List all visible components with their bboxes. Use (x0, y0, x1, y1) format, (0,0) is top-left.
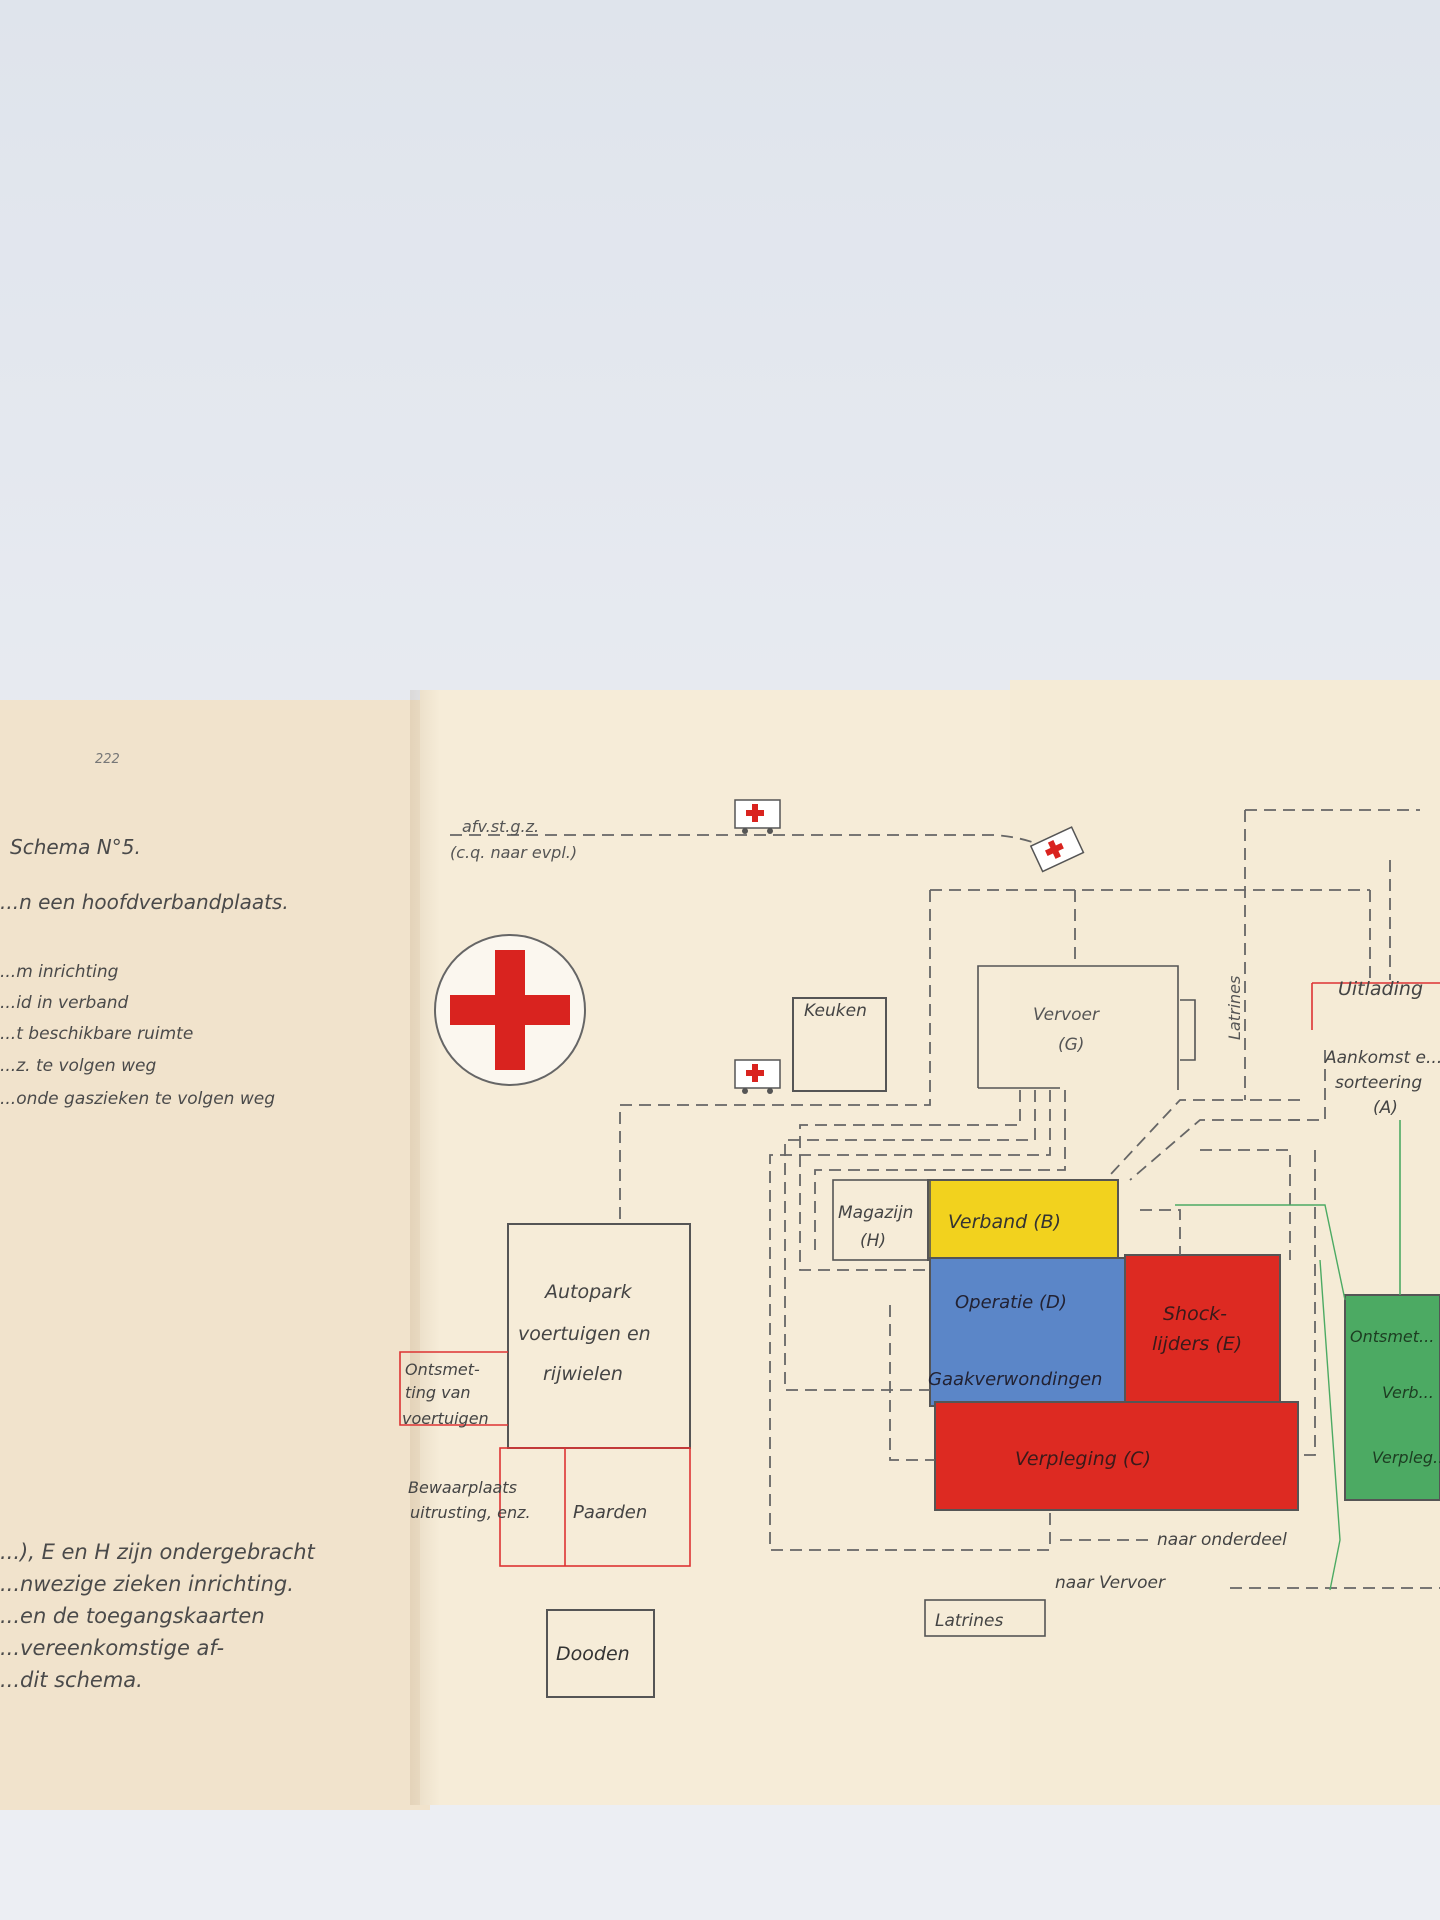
page-fold (410, 690, 440, 1805)
ontsmet-label-3: voertuigen (402, 1409, 489, 1428)
route-label-1: afv.st.g.z. (462, 817, 539, 836)
legend-line: ...id in verband (0, 993, 129, 1013)
aankomst-label-1: Aankomst e... (1324, 1048, 1440, 1068)
latrines-box (924, 1599, 1046, 1637)
ambulance-icon (734, 799, 781, 834)
bewaar-paarden-box (499, 1447, 691, 1567)
vervoer-box (977, 965, 1179, 1090)
legend-line: ...onde gaszieken te volgen weg (0, 1089, 275, 1109)
ambulance-icon (734, 1059, 781, 1094)
verband-label: Verband (B) (948, 1211, 1061, 1233)
left-page (0, 700, 430, 1810)
aankomst-code: (A) (1373, 1098, 1398, 1118)
ontsmetting-box (399, 1351, 508, 1426)
verpleging-label: Verpleging (C) (1015, 1448, 1151, 1470)
dooden-label: Dooden (556, 1643, 630, 1665)
latrines-vertical-label: Latrines (1225, 976, 1244, 1040)
keuken-label: Keuken (804, 1001, 867, 1021)
dooden-box (546, 1609, 655, 1698)
uitlading-label: Uitlading (1338, 978, 1423, 1000)
latrines-small (1180, 999, 1196, 1061)
schema-subtitle: ...n een hoofdverbandplaats. (0, 890, 289, 914)
latrines-box-label: Latrines (935, 1611, 1004, 1631)
bewaar-label-1: Bewaarplaats (408, 1478, 517, 1497)
autopark-label-1: Autopark (543, 1281, 633, 1303)
gaak-label: Gaakverwondingen (928, 1369, 1102, 1390)
magazijn-code: (H) (860, 1231, 886, 1251)
footnote-line: ...), E en H zijn ondergebracht (0, 1540, 315, 1564)
verpleging-room (934, 1401, 1299, 1511)
magazijn-label: Magazijn (838, 1203, 913, 1223)
schema-title: Schema N°5. (10, 835, 141, 859)
booklet (0, 680, 1440, 1810)
verband-right-label: Verb... (1382, 1383, 1434, 1402)
keuken-box (792, 997, 887, 1092)
shock-label-1: Shock- (1163, 1303, 1227, 1325)
footnote-line: ...en de toegangskaarten (0, 1604, 265, 1628)
operatie-label: Operatie (D) (955, 1292, 1067, 1313)
footnote-line: ...vereenkomstige af- (0, 1636, 225, 1660)
naar-vervoer-label: naar Vervoer (1055, 1573, 1166, 1593)
autopark-label-2: voertuigen en (518, 1323, 651, 1345)
ontsmet-label-2: ting van (405, 1383, 471, 1402)
red-cross-emblem (434, 934, 586, 1086)
autopark-label-3: rijwielen (543, 1363, 623, 1385)
operatie-room (929, 1257, 1131, 1407)
verpleg-right-label: Verpleg... (1372, 1448, 1440, 1467)
ambulance-icon (1029, 826, 1085, 873)
shock-label-2: lijders (E) (1152, 1333, 1242, 1355)
shock-room (1124, 1254, 1281, 1406)
footnote-line: ...nwezige zieken inrichting. (0, 1572, 294, 1596)
magazijn-box (832, 1179, 931, 1261)
route-label-2: (c.q. naar evpl.) (450, 843, 577, 862)
middle-page (420, 690, 1020, 1805)
route-lines (450, 809, 1440, 1589)
naar-onderdeel-label: naar onderdeel (1157, 1530, 1287, 1550)
paarden-label: Paarden (573, 1502, 647, 1523)
ontsmetting-room-right (1344, 1294, 1440, 1501)
aankomst-label-2: sorteering (1335, 1073, 1422, 1093)
page-number: 222 (95, 752, 120, 767)
vervoer-label: Vervoer (1033, 1005, 1100, 1025)
uitlading-box (1311, 982, 1440, 1030)
footnote-line: ...dit schema. (0, 1668, 143, 1692)
legend-line: ...m inrichting (0, 962, 119, 982)
legend-line: ...z. te volgen weg (0, 1056, 157, 1076)
legend-line: ...t beschikbare ruimte (0, 1024, 194, 1044)
bewaar-label-2: uitrusting, enz. (410, 1503, 531, 1522)
vervoer-code: (G) (1058, 1035, 1084, 1055)
ontsmet-label-1: Ontsmet- (405, 1360, 480, 1379)
ontsmet-right-label: Ontsmet... (1350, 1327, 1434, 1346)
